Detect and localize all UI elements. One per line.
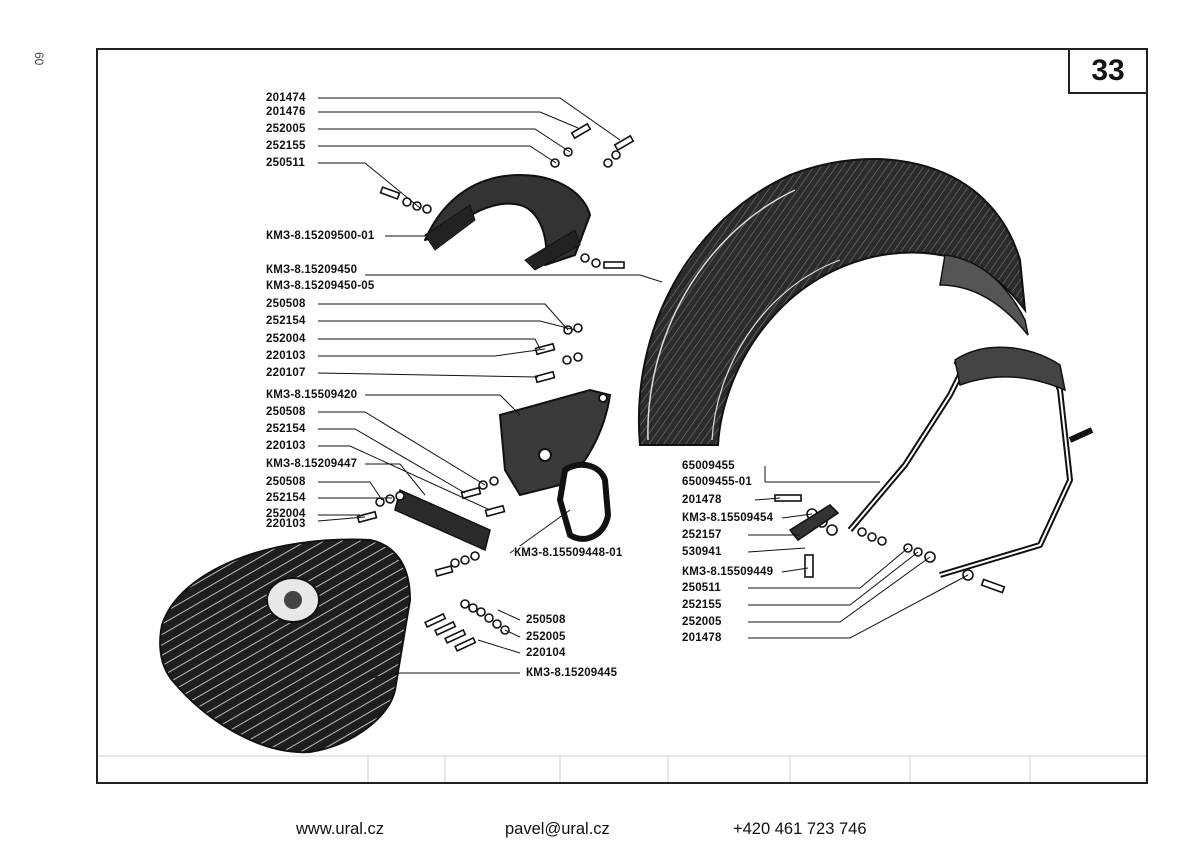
stay-top-plate: [954, 346, 1067, 392]
table-grid: [98, 755, 1146, 782]
leader-lines: [317, 97, 969, 679]
part-label: 252154: [266, 422, 306, 436]
part-label: 252004: [266, 332, 306, 346]
part-label: КМЗ-8.15509448-01: [514, 546, 623, 560]
reflector-strip-part: [394, 488, 491, 552]
part-label: 220104: [526, 646, 566, 660]
footer-phone: +420 461 723 746: [733, 820, 867, 838]
drawing-frame: [96, 48, 1148, 784]
part-label: КМЗ-8.15209445: [526, 666, 618, 680]
page-number-box: 33: [1068, 48, 1148, 94]
part-label: КМЗ-8.15209447: [266, 457, 358, 471]
part-label: 252155: [266, 139, 306, 153]
part-label: 220103: [266, 517, 306, 531]
footer-email[interactable]: pavel@ural.cz: [505, 820, 610, 838]
part-label: 250508: [266, 475, 306, 489]
part-label: КМЗ-8.15509449: [682, 565, 774, 579]
mud-flap-part: [159, 538, 412, 754]
part-label: 250511: [266, 156, 305, 170]
carrier-bracket-part: [424, 174, 591, 271]
part-label: 201478: [682, 493, 722, 507]
part-label: 250511: [682, 581, 721, 595]
reflector-gasket-part: [556, 461, 612, 542]
part-label: 201476: [266, 105, 306, 119]
part-label: 252157: [682, 528, 722, 542]
footer-website[interactable]: www.ural.cz: [296, 820, 385, 838]
part-label: 252005: [682, 615, 722, 629]
fender-part: [637, 158, 1029, 446]
part-label: 252005: [526, 630, 566, 644]
part-label: 220103: [266, 349, 306, 363]
part-label: 250508: [266, 297, 306, 311]
part-label: КМЗ-8.15209450: [266, 263, 358, 277]
part-label: КМЗ-8.15209500-01: [266, 229, 375, 243]
part-label: 220107: [266, 366, 306, 380]
part-label: КМЗ-8.15509420: [266, 388, 358, 402]
part-label: 220103: [266, 439, 306, 453]
part-label: 252154: [266, 491, 306, 505]
part-label: 201478: [682, 631, 722, 645]
part-label: 65009455: [682, 459, 735, 473]
part-label: 250508: [526, 613, 566, 627]
part-label: 252154: [266, 314, 306, 328]
fasteners: [356, 122, 1006, 653]
part-label: 252155: [682, 598, 722, 612]
flap-bolt-row: [424, 599, 510, 653]
part-label: 250508: [266, 405, 306, 419]
part-label: 65009455-01: [682, 475, 752, 489]
part-label: 252005: [266, 122, 306, 136]
part-label: КМЗ-8.15509454: [682, 511, 774, 525]
part-label: КМЗ-8.15209450-05: [266, 279, 375, 293]
part-label: 530941: [682, 545, 722, 559]
part-label: 201474: [266, 91, 306, 105]
